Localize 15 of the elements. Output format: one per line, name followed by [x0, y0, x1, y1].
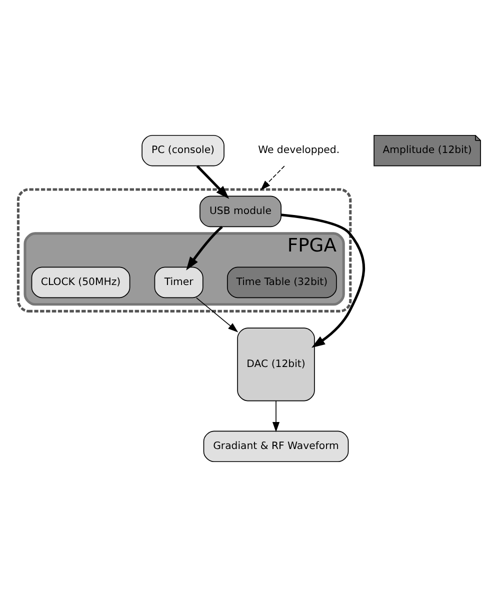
node-box: Timer [154, 266, 204, 298]
arrow [196, 164, 230, 198]
node-box: DAC (12bit) [237, 327, 315, 401]
node-box: Time Table (32bit) [226, 266, 337, 298]
node-box: CLOCK (50MHz) [31, 266, 130, 298]
arrow [186, 225, 223, 270]
arrow [196, 296, 238, 332]
node-box: USB module [200, 195, 282, 227]
arrow [281, 213, 365, 348]
arrow [260, 165, 285, 190]
arrow [272, 400, 280, 432]
node-box: PC (console) [142, 134, 224, 166]
node-text: We developped. [258, 144, 340, 156]
node-box: Gradiant & RF Waveform [203, 430, 349, 462]
cluster [16, 188, 352, 312]
